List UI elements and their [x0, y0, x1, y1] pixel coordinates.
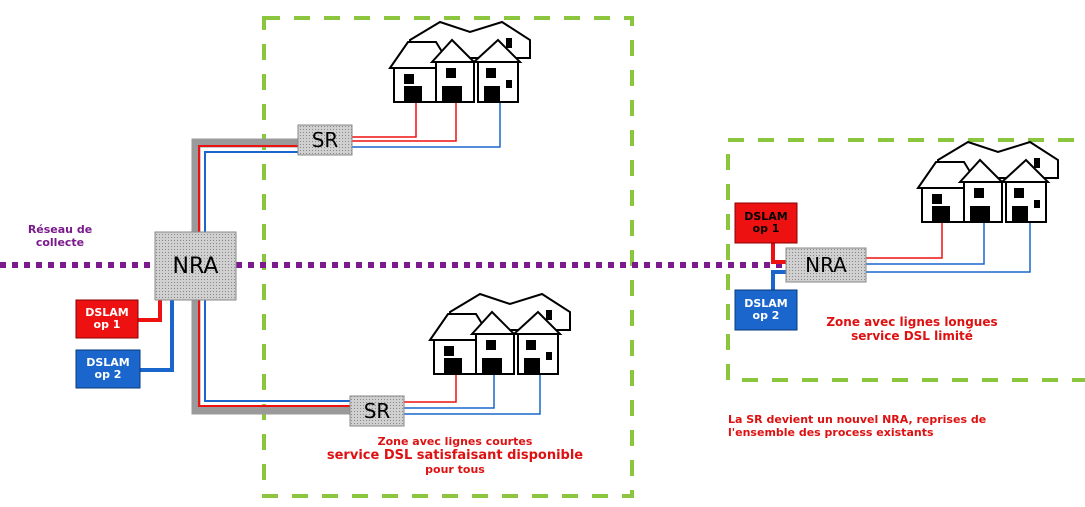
dslam-op2-right-label: DSLAM op 2 — [735, 290, 797, 330]
note-line2: l'ensemble des process existants — [728, 425, 934, 439]
houses-bottom-icon — [428, 292, 571, 375]
bottom-sr-subscriber-lines — [404, 372, 541, 415]
left-trunk-cables — [191, 138, 352, 415]
sr-bottom-label: SR — [363, 399, 391, 423]
dslam-op1-link-left — [138, 300, 162, 322]
dslam-op2-link-left — [140, 300, 174, 372]
dslam-op2-left-line1: DSLAM — [86, 355, 130, 369]
dslam-op2-link-right — [771, 270, 786, 290]
zone-long-lines-border — [726, 138, 1085, 382]
short-lines-caption-line3: pour tous — [425, 462, 485, 476]
sr-bottom-box — [349, 395, 405, 427]
sr-top-box — [297, 124, 353, 156]
dslam-op2-right-box — [734, 289, 798, 331]
collect-network-line2: collecte — [35, 235, 85, 249]
top-sr-subscriber-lines — [352, 100, 501, 148]
dslam-op1-left-line2: op 1 — [93, 318, 121, 331]
long-lines-zone-caption: Zone avec lignes longues service DSL lim… — [812, 315, 1012, 344]
short-lines-zone-caption: Zone avec lignes courtes service DSL sat… — [300, 435, 610, 476]
dslam-op1-left-label: DSLAM op 1 — [76, 300, 138, 338]
short-lines-caption-line1: Zone avec lignes courtes — [377, 435, 533, 448]
sr-top-label: SR — [311, 128, 339, 152]
short-lines-caption-line2: service DSL satisfaisant disponible — [326, 447, 584, 463]
dslam-op1-right-label: DSLAM op 1 — [735, 203, 797, 243]
zone-short-lines-border — [262, 16, 634, 498]
dslam-op2-left-line2: op 2 — [94, 368, 122, 381]
houses-top-icon — [388, 20, 531, 103]
dslam-op2-right-line1: DSLAM — [744, 296, 788, 310]
dslam-op2-right-line2: op 2 — [752, 309, 780, 322]
nra-right-box — [785, 247, 867, 283]
collect-network-line1: Réseau de — [27, 223, 93, 236]
long-lines-caption-line1: Zone avec lignes longues — [826, 315, 998, 329]
right-nra-subscriber-lines — [866, 220, 1031, 273]
nra-right-label: NRA — [805, 253, 847, 277]
dslam-op2-left-label: DSLAM op 2 — [76, 350, 140, 388]
long-lines-caption-line2: service DSL limité — [851, 328, 973, 343]
dslam-op1-left-box — [75, 299, 139, 339]
dslam-op2-left-box — [75, 349, 141, 389]
note-line1: La SR devient un nouvel NRA, reprises de — [728, 413, 987, 426]
dslam-op1-right-line2: op 1 — [752, 222, 780, 235]
dslam-op1-right-line1: DSLAM — [744, 209, 788, 223]
sr-becomes-nra-note: La SR devient un nouvel NRA, reprises de… — [728, 413, 1048, 439]
dslam-op1-left-line1: DSLAM — [85, 305, 129, 319]
nra-left-label: NRA — [172, 253, 219, 279]
nra-left-box — [154, 231, 237, 301]
collect-network-label: Réseau de collecte — [20, 223, 100, 249]
dslam-op1-right-box — [734, 202, 798, 244]
houses-right-icon — [916, 140, 1059, 223]
dslam-op1-link-right — [771, 243, 786, 264]
